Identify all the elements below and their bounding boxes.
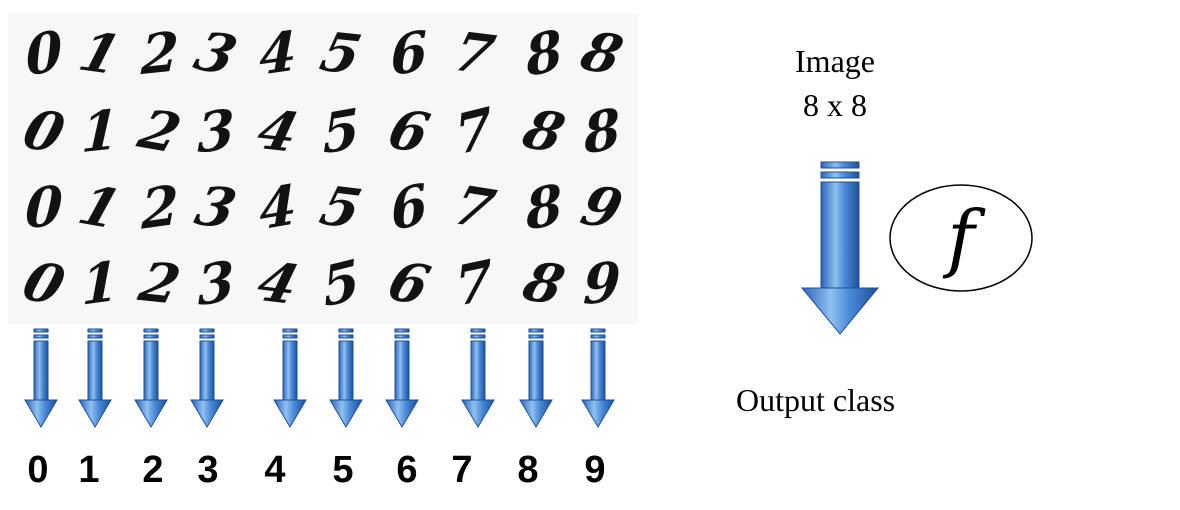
class-label: 9 <box>584 449 606 491</box>
down-arrow <box>519 328 553 428</box>
large-down-arrow <box>800 161 880 335</box>
class-label: 1 <box>78 449 100 491</box>
class-label: 2 <box>142 449 164 491</box>
class-label: 0 <box>27 449 49 491</box>
down-arrow <box>385 328 419 428</box>
down-arrow <box>24 328 58 428</box>
down-arrow <box>78 328 112 428</box>
class-label: 3 <box>197 449 219 491</box>
down-arrow <box>329 328 363 428</box>
class-label: 6 <box>396 449 418 491</box>
function-symbol: f <box>947 195 975 281</box>
down-arrow <box>581 328 615 428</box>
function-ellipse <box>889 184 1033 292</box>
class-label: 8 <box>517 449 539 491</box>
class-label: 5 <box>332 449 354 491</box>
down-arrow <box>134 328 168 428</box>
down-arrow <box>190 328 224 428</box>
output-class-label: Output class <box>736 382 896 418</box>
class-label: 7 <box>451 449 473 491</box>
image-size-label: 8 x 8 <box>803 87 867 123</box>
class-label: 4 <box>264 449 286 491</box>
down-arrow <box>461 328 495 428</box>
image-title: Image <box>795 43 875 79</box>
down-arrow <box>273 328 307 428</box>
